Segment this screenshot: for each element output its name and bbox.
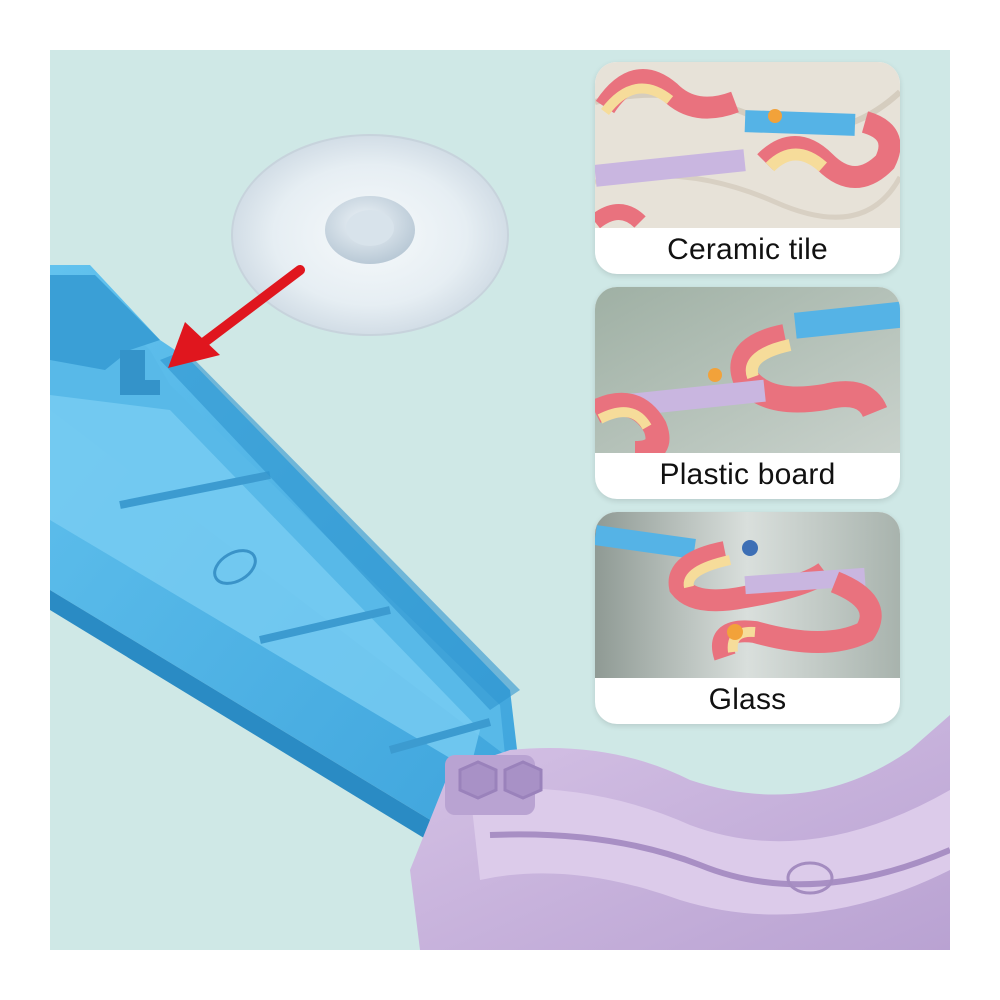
surface-card-plastic-board: Plastic board	[595, 287, 900, 499]
card-label-ceramic-tile: Ceramic tile	[667, 233, 828, 266]
ceramic-tile-photo	[595, 62, 900, 228]
card-label-glass: Glass	[708, 683, 787, 716]
track-illustration	[50, 134, 950, 950]
purple-track-piece	[410, 715, 950, 950]
surface-card-ceramic-tile: Ceramic tile	[595, 62, 900, 274]
blue-track-piece	[50, 265, 520, 860]
product-scene: Ceramic tile Plastic boa	[50, 50, 950, 950]
plastic-board-photo	[595, 287, 900, 453]
surface-card-glass: Glass	[595, 512, 900, 724]
card-label-plastic-board: Plastic board	[659, 458, 836, 491]
arrow-icon	[168, 265, 305, 368]
glass-photo	[595, 512, 900, 678]
suction-cup-icon	[231, 134, 509, 336]
